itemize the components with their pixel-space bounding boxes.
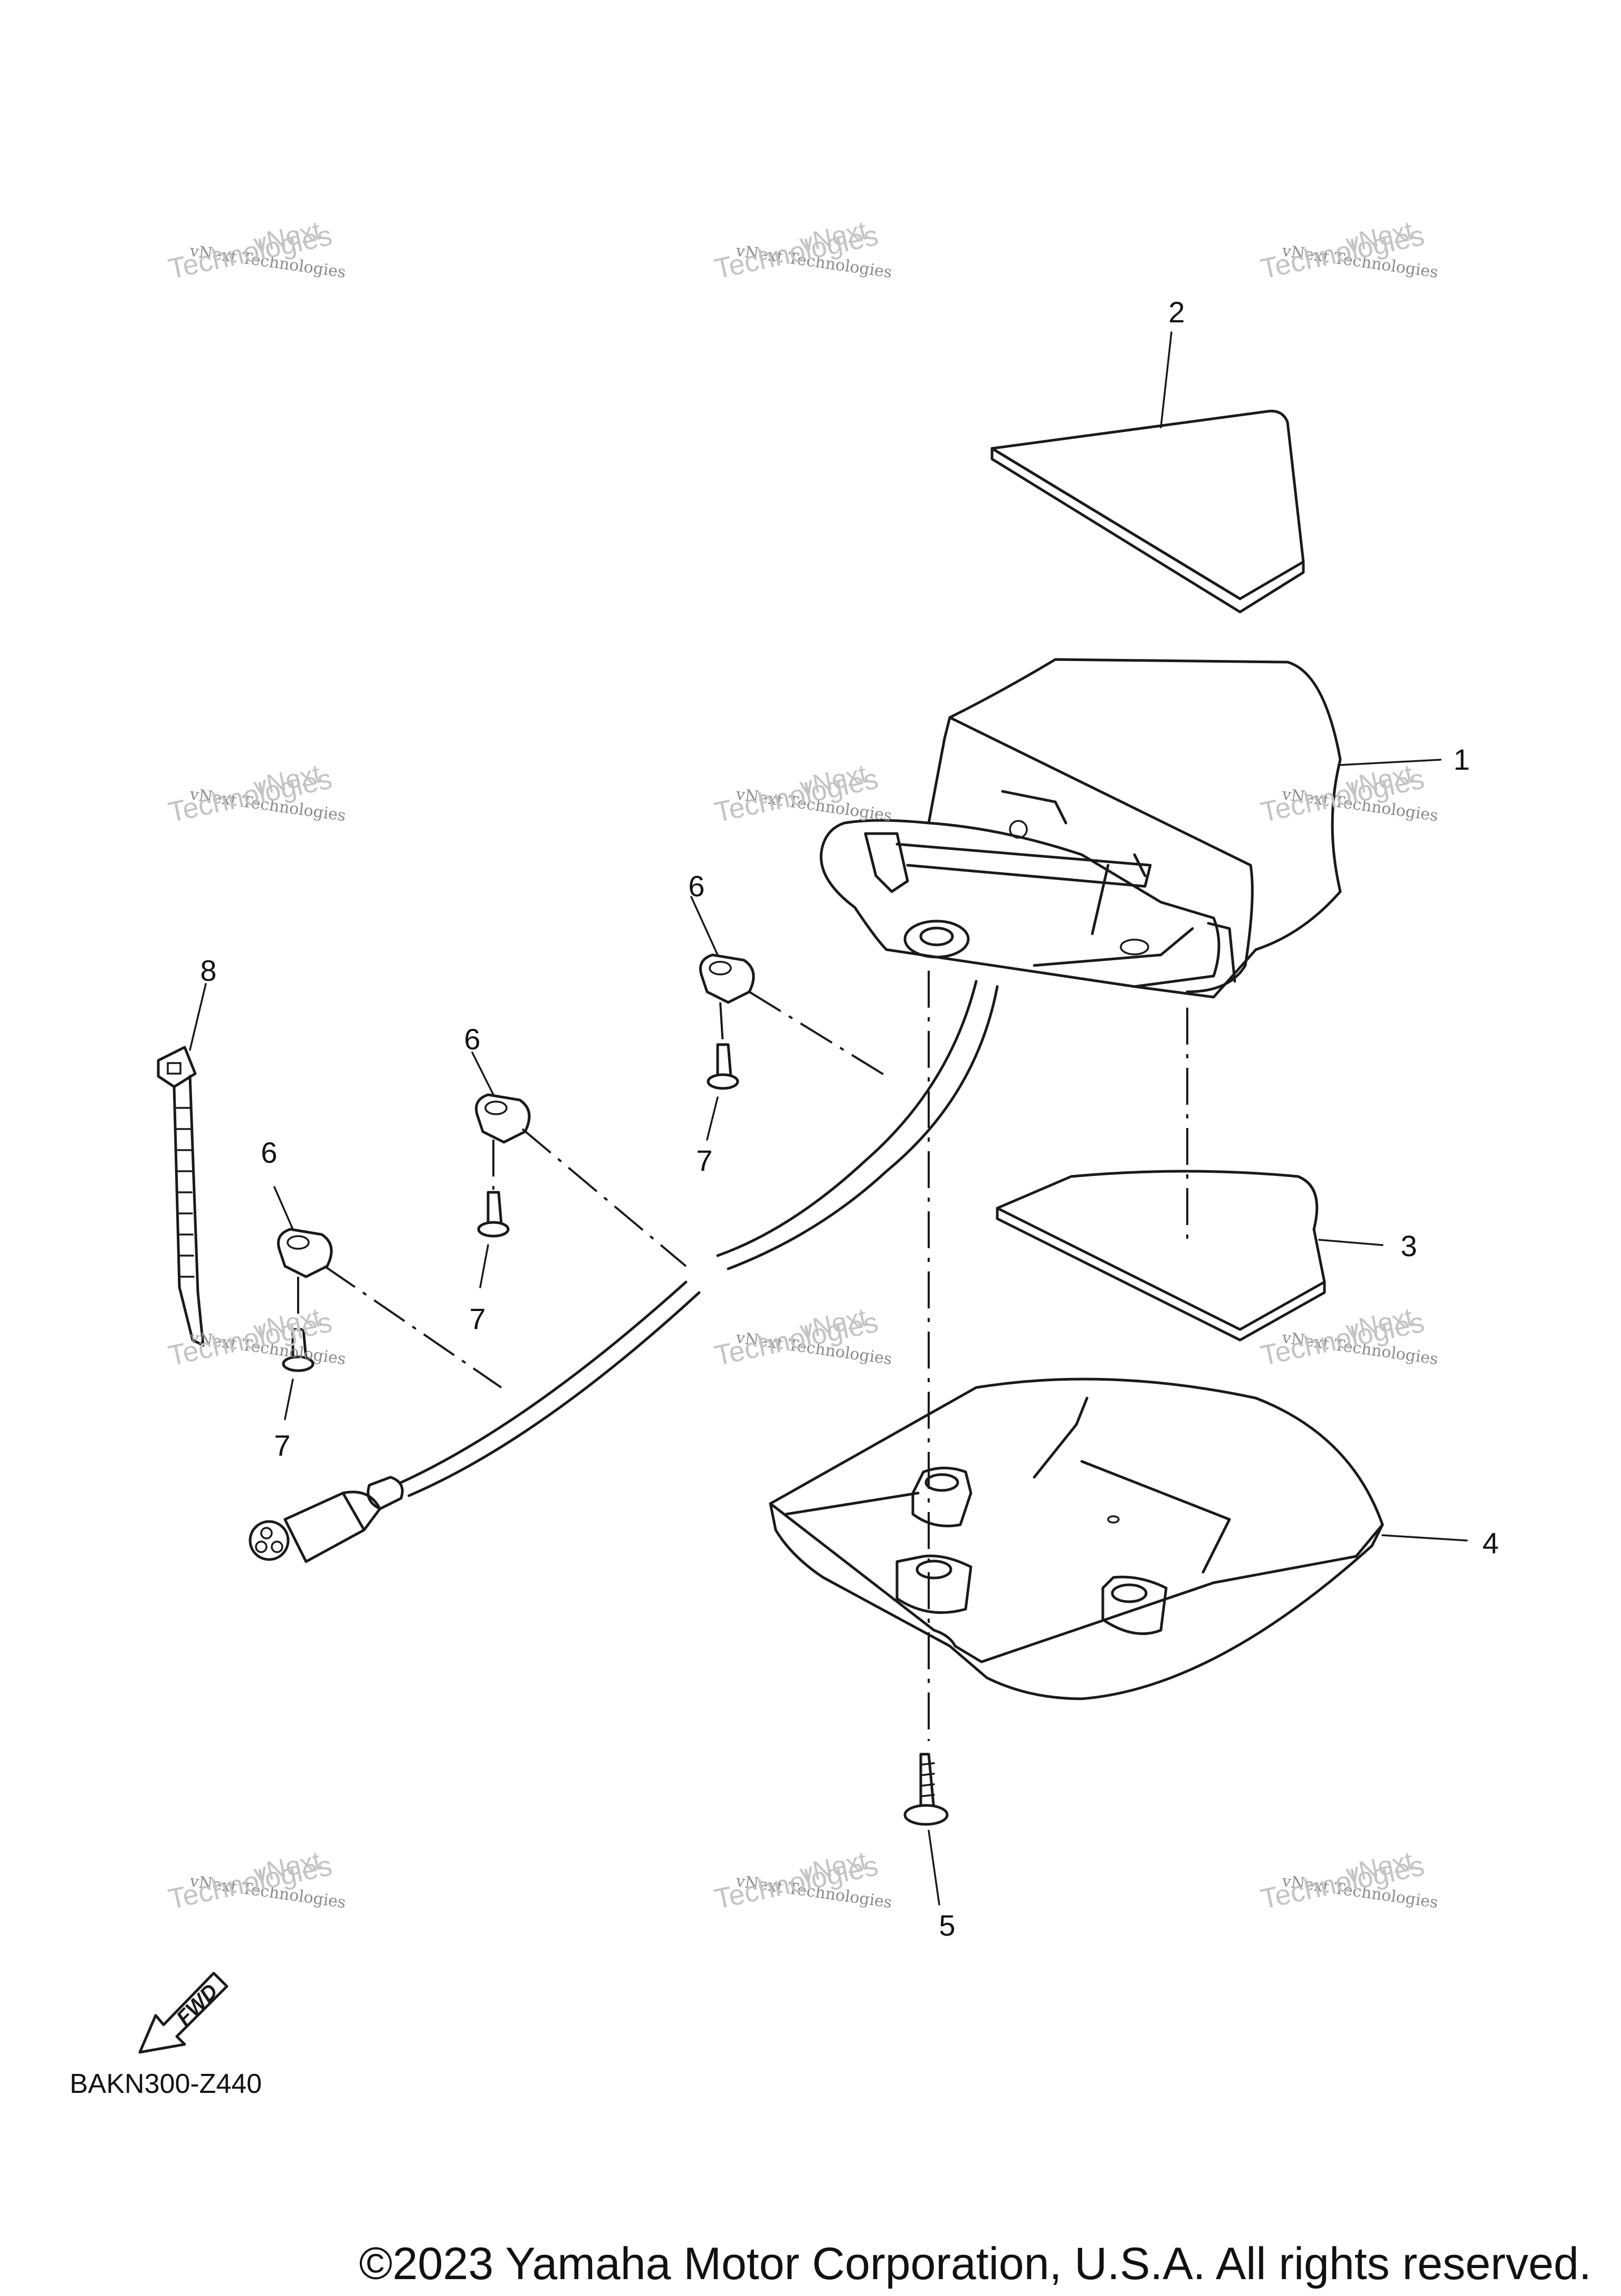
part-8-cable-tie	[157, 983, 207, 1347]
callout-7-middle: 7	[469, 1302, 486, 1335]
callout-6-upper: 6	[688, 869, 705, 903]
part-2-pad	[990, 331, 1305, 614]
assembly-guide-lines	[297, 971, 1188, 1741]
callout-7-upper: 7	[696, 1144, 713, 1177]
callout-4: 4	[1482, 1526, 1499, 1560]
part-1-tail-light	[819, 658, 1442, 999]
wire-harness	[249, 980, 999, 1563]
fwd-arrow-icon: FWD	[138, 1972, 228, 2054]
part-7-screw-b	[477, 1191, 510, 1288]
part-4-base	[769, 1377, 1468, 1700]
part-5-screw	[903, 1753, 949, 1906]
copyright-notice: ©2023 Yamaha Motor Corporation, U.S.A. A…	[359, 2238, 1591, 2289]
part-7-screw-a	[706, 1043, 739, 1141]
callout-7-lower: 7	[274, 1429, 291, 1462]
part-3-pad	[996, 1170, 1384, 1342]
part-6-clamp-b	[471, 1051, 531, 1144]
part-6-clamp-a	[690, 896, 755, 1004]
callout-8: 8	[200, 954, 217, 987]
callout-2: 2	[1168, 295, 1185, 329]
part-7-screw-c	[282, 1328, 314, 1420]
part-6-clamp-c	[273, 1186, 333, 1278]
callout-6-middle: 6	[464, 1022, 481, 1056]
callout-1: 1	[1453, 743, 1470, 776]
diagram-code: BAKN300-Z440	[70, 2069, 262, 2099]
callout-6-lower: 6	[261, 1136, 278, 1169]
callout-5: 5	[939, 1909, 956, 1942]
callout-3: 3	[1400, 1229, 1417, 1262]
